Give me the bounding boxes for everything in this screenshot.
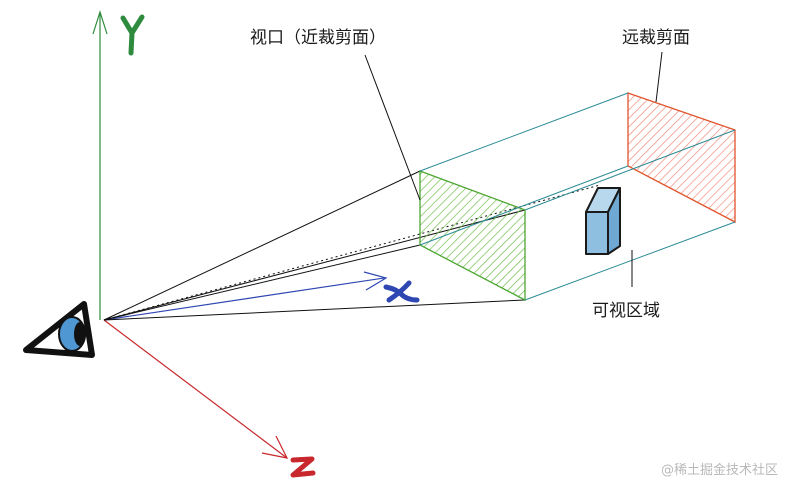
near-clipping-plane [419,170,526,302]
y-axis-label [120,14,145,56]
frustum-edges [419,92,736,301]
far-clipping-plane [627,92,736,224]
z-axis-label [290,456,316,478]
x-axis [103,271,420,321]
watermark: @稀土掘金技术社区 [661,462,778,478]
z-axis [103,319,316,478]
y-axis [92,10,145,320]
x-axis-label [383,280,420,303]
eye-icon [23,301,95,358]
label-leaders [364,51,663,287]
cube-object [585,187,621,255]
visible-region-label: 可视区域 [592,301,660,321]
far-plane-label: 远裁剪面 [622,28,690,48]
near-plane-label: 视口（近裁剪面） [250,28,386,48]
